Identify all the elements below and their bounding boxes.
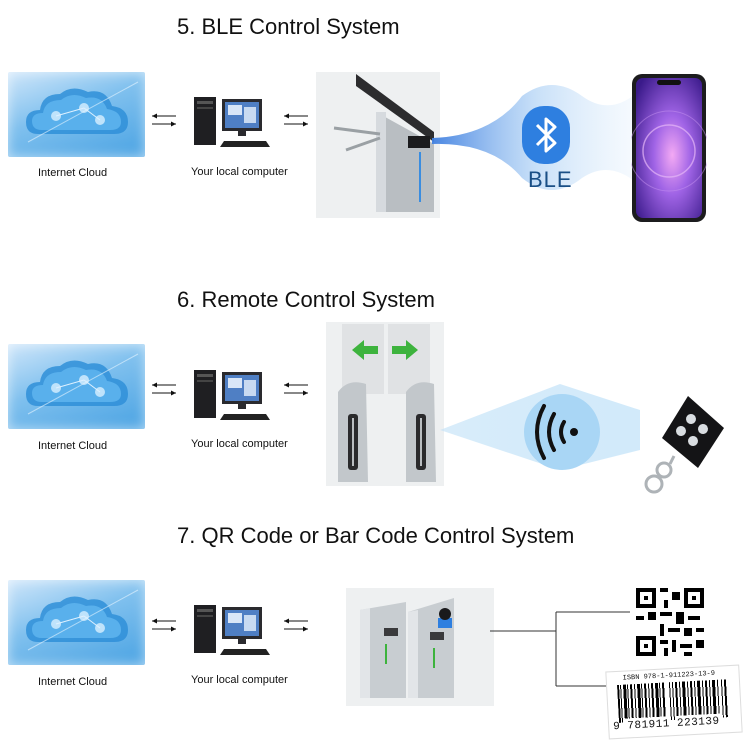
computer-caption: Your local computer	[191, 674, 288, 686]
section-title-qr: 7. QR Code or Bar Code Control System	[177, 523, 575, 548]
smartphone-image	[628, 73, 710, 228]
cloud-caption: Internet Cloud	[38, 676, 108, 688]
cloud-caption: Internet Cloud	[38, 167, 108, 179]
qr-code-icon	[636, 588, 704, 661]
cloud-icon	[8, 344, 145, 429]
bidirectional-arrows-icon	[150, 617, 178, 633]
swing-gate-turnstile-image	[326, 322, 444, 486]
computer-icon	[192, 601, 272, 659]
remote-key-fob-icon	[640, 392, 728, 501]
computer-caption: Your local computer	[191, 166, 288, 178]
computer-caption: Your local computer	[191, 438, 288, 450]
flap-barrier-turnstile-image	[346, 588, 494, 706]
computer-icon	[192, 93, 272, 151]
section-title-remote: 6. Remote Control System	[177, 287, 435, 312]
cloud-caption: Internet Cloud	[38, 440, 108, 452]
bidirectional-arrows-icon	[150, 112, 178, 128]
barcode-icon: ISBN 978-1-911223-13-9 9 781911 223139	[605, 664, 743, 740]
bluetooth-icon	[521, 105, 571, 165]
wireless-signal-icon	[522, 392, 602, 477]
ble-label: BLE	[528, 167, 573, 192]
cloud-icon	[8, 580, 145, 665]
cloud-icon	[8, 72, 145, 157]
bidirectional-arrows-icon	[150, 381, 178, 397]
bidirectional-arrows-icon	[282, 112, 310, 128]
computer-icon	[192, 366, 272, 424]
tripod-turnstile-image	[316, 72, 440, 218]
bidirectional-arrows-icon	[282, 617, 310, 633]
bidirectional-arrows-icon	[282, 381, 310, 397]
connector-lines	[490, 604, 630, 690]
section-title-ble: 5. BLE Control System	[177, 14, 400, 39]
